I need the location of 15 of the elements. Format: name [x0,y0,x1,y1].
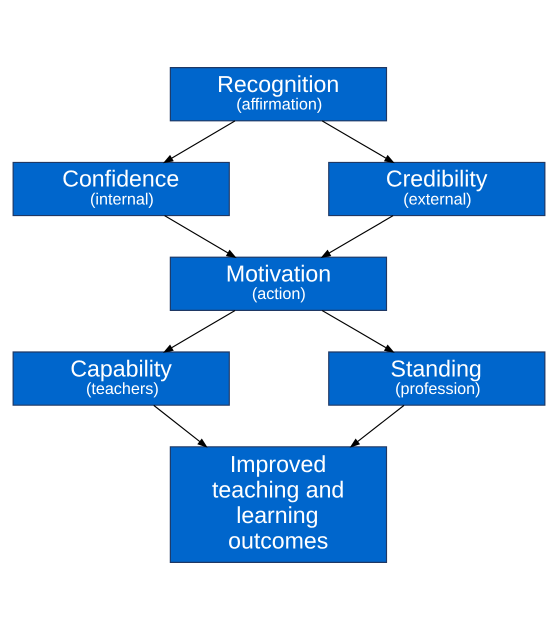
node-box: Motivation (action) [170,256,388,311]
arrow [153,404,208,448]
node-box: Capability (teachers) [12,351,230,406]
arrow [164,215,237,258]
arrow [322,120,395,164]
node-box: Standing (profession) [328,351,546,406]
arrow [322,310,395,353]
arrow [162,310,236,353]
node-box: Confidence (internal) [12,162,230,216]
arrow [320,215,394,258]
arrow [350,404,404,448]
arrow [162,120,236,164]
node-box: Credibility (external) [328,162,546,216]
node-box: Improved teaching and learning outcomes [170,446,388,563]
node-box: Recognition (affirmation) [170,67,388,122]
